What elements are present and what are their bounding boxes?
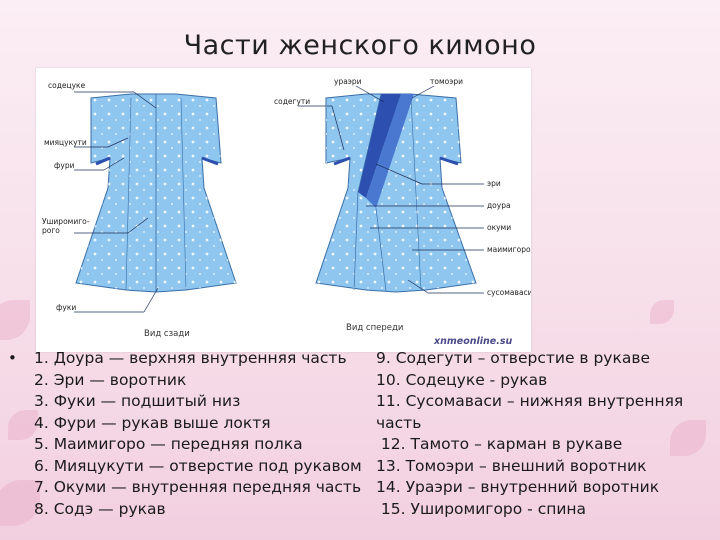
legend-bullet: • [8,349,17,367]
legend-item: 13. Томоэри – внешний воротник [376,456,647,475]
leader-lines [74,85,484,313]
label-maimigoro: маимигоро [487,245,531,254]
label-eri: эри [487,179,501,188]
label-tomoeri: томоэри [430,77,463,86]
parts-legend: • 1. Доура — верхняя внутренняя часть 2.… [8,348,714,538]
kimono-illustration: содецуке мияцукути фури Уширомиго-рого ф… [42,77,531,347]
label-okumi: окуми [487,223,511,232]
legend-item: 1. Доура — верхняя внутренняя часть [34,349,347,367]
legend-item: 5. Маимигоро — передняя полка [34,435,303,453]
caption-front-view: Вид спереди [346,323,403,333]
legend-item: 10. Содецуке - рукав [376,370,548,389]
label-miyatsukuchi: мияцукути [44,138,87,147]
label-sodetsuke: содецуке [48,81,86,90]
legend-column-right: 9. Содегути – отверстие в рукаве 10. Сод… [376,348,683,520]
watermark: xnmeonline.su [433,336,513,347]
kimono-back-view [75,93,237,293]
legend-item: 9. Содегути – отверстие в рукаве [376,349,651,367]
label-susomawashi: сусомаваси [487,288,531,297]
legend-item: 12. Тамото – карман в рукаве [376,435,623,453]
legend-item: 11. Сусомаваси – нижняя внутренняя [376,392,684,410]
kimono-diagram: содецуке мияцукути фури Уширомиго-рого ф… [36,68,531,352]
blossom-decoration [650,300,674,324]
blossom-decoration [0,300,30,340]
legend-item: 7. Окуми — внутренняя передняя часть [34,478,362,496]
label-fuki: фуки [56,303,76,312]
legend-item: 3. Фуки — подшитый низ [34,392,241,410]
kimono-front-view [315,93,477,293]
legend-item: 8. Содэ — рукав [34,499,166,518]
legend-item: 15. Уширомигоро - спина [376,499,587,518]
page-title: Части женского кимоно [183,30,537,61]
legend-item: 6. Мияцукути — отверстие под рукавом [34,456,362,475]
label-doura: доура [487,201,511,210]
label-ushiromigoro-line1: Уширомиго- [42,217,90,226]
legend-item: 14. Ураэри – внутренний воротник [376,478,660,496]
legend-item: часть [376,413,422,432]
label-furi: фури [54,161,75,170]
label-uraeri: ураэри [334,77,362,86]
label-ushiromigoro: Уширомиго-рого [42,217,90,235]
caption-back-view: Вид сзади [144,329,190,339]
label-sodeguchi: содегути [274,97,310,106]
legend-item: 4. Фури — рукав выше локтя [34,413,271,432]
label-ushiromigoro-line2: рого [42,226,60,235]
legend-item: 2. Эри — воротник [34,370,187,389]
legend-column-left: 1. Доура — верхняя внутренняя часть 2. Э… [34,348,362,520]
